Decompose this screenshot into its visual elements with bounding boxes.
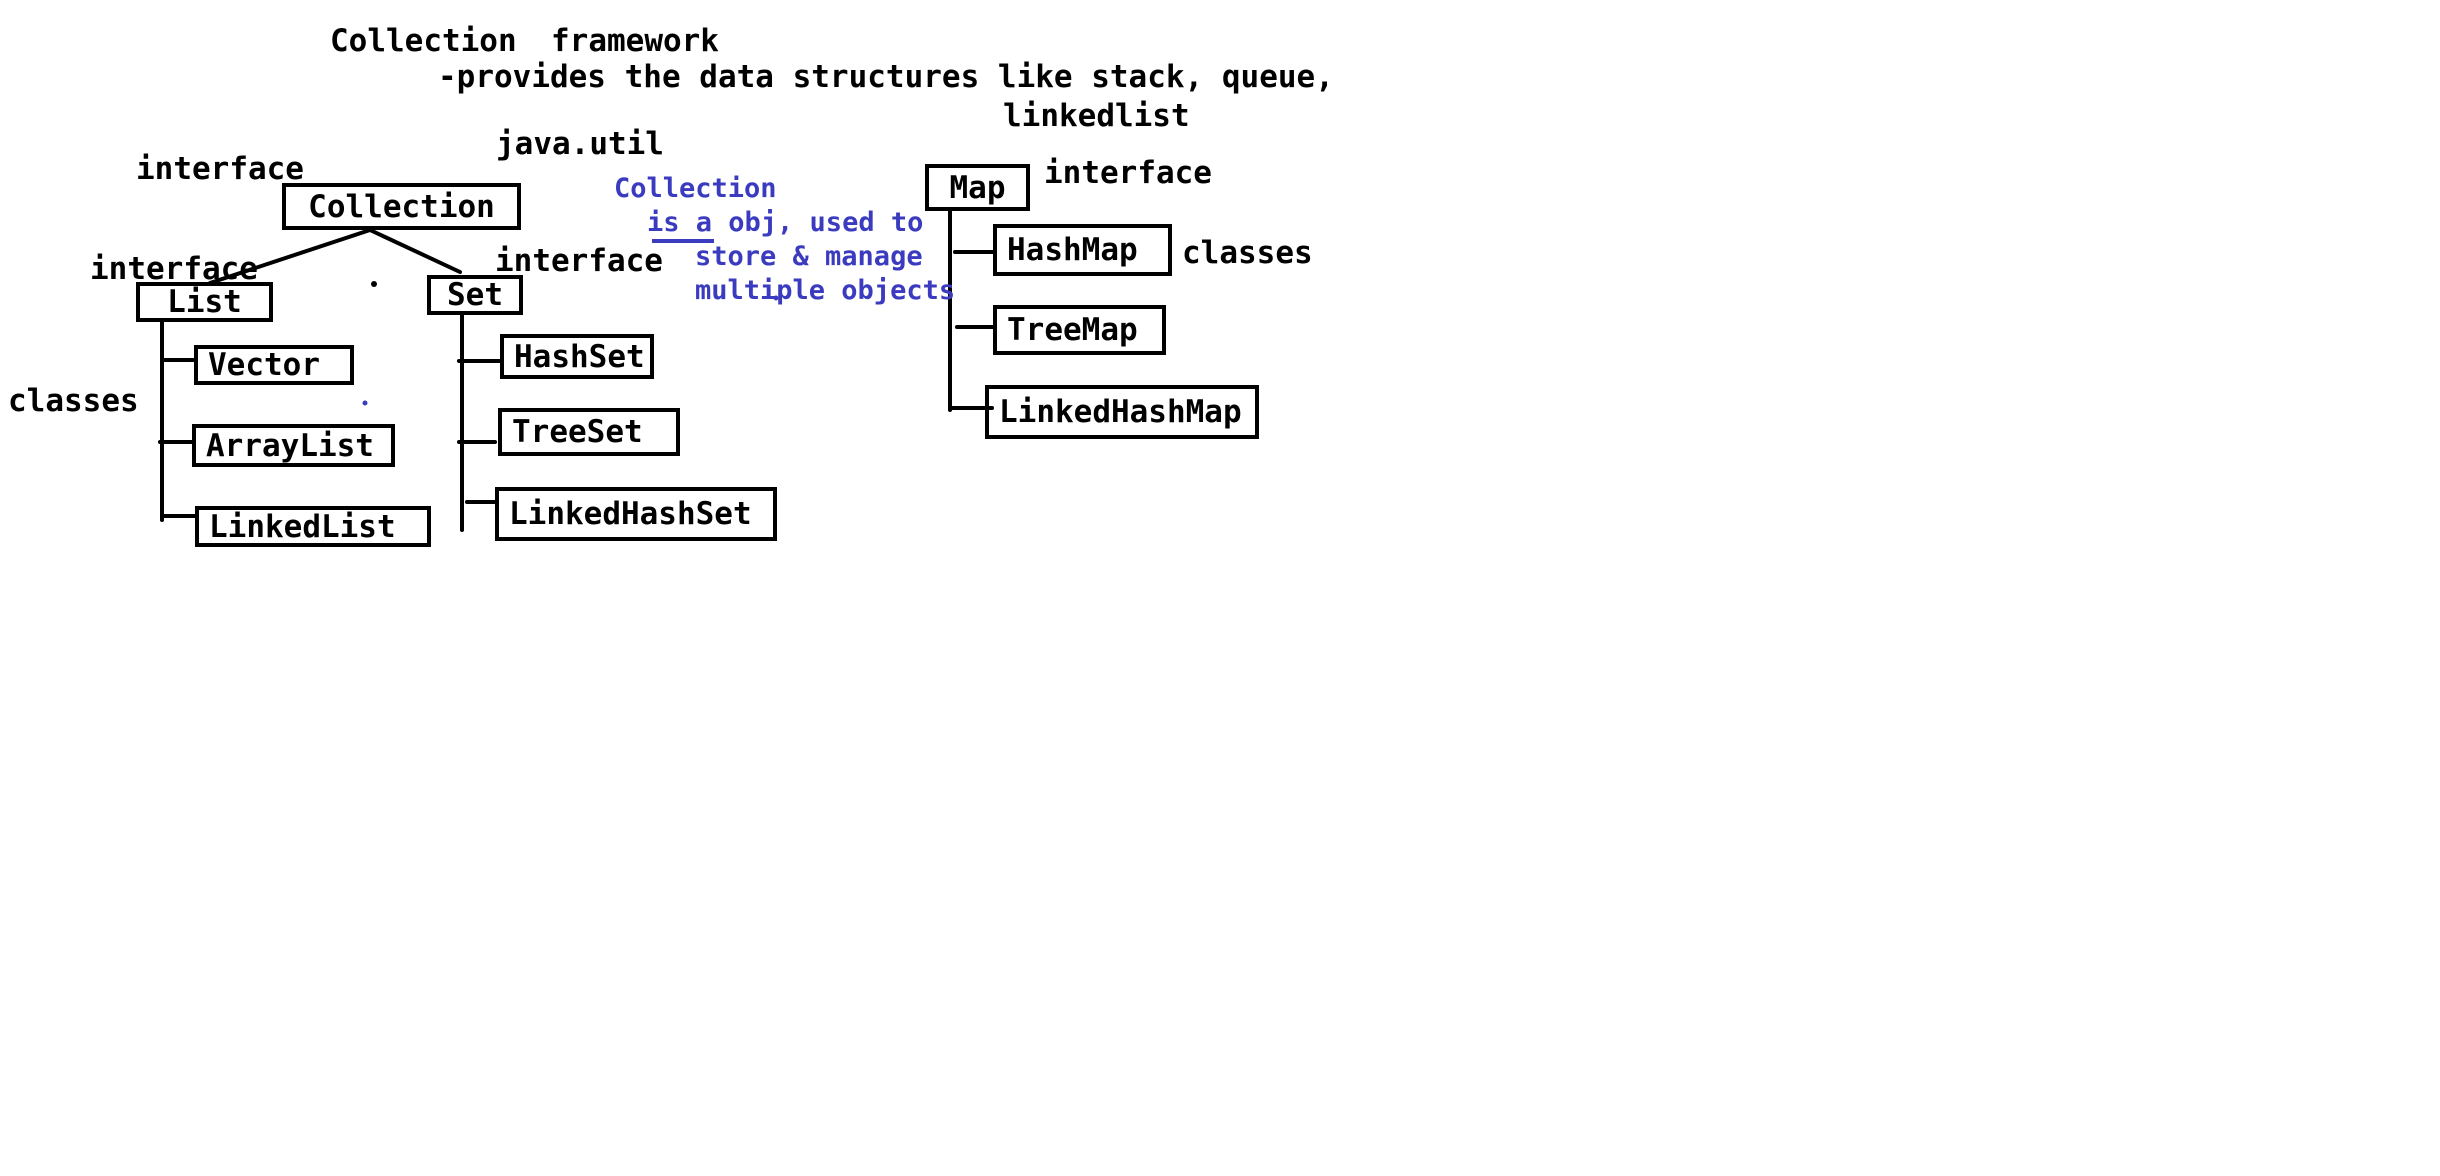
stray-dot-blue-2 bbox=[773, 295, 779, 301]
package-label: java.util bbox=[496, 126, 664, 162]
classes-label-list: classes bbox=[8, 383, 139, 419]
description-line-1: -provides the data structures like stack… bbox=[438, 59, 1334, 95]
node-hashmap: HashMap bbox=[993, 224, 1172, 276]
note-line-4: multiple objects bbox=[695, 275, 956, 306]
note-line-3: store & manage bbox=[695, 241, 923, 272]
interface-label-set: interface bbox=[495, 243, 663, 279]
description-line-2: linkedlist bbox=[1003, 98, 1190, 134]
node-collection: Collection bbox=[282, 183, 521, 230]
node-hashset: HashSet bbox=[500, 334, 654, 379]
interface-label-collection: interface bbox=[136, 151, 304, 187]
node-map: Map bbox=[925, 164, 1030, 211]
stray-dot bbox=[371, 281, 377, 287]
title-collection: Collection bbox=[330, 23, 517, 59]
note-line-1: Collection bbox=[614, 173, 777, 204]
node-treemap: TreeMap bbox=[993, 305, 1166, 355]
interface-label-map: interface bbox=[1044, 155, 1212, 191]
stray-dot-blue bbox=[362, 400, 368, 406]
node-linkedhashmap: LinkedHashMap bbox=[985, 385, 1259, 439]
node-linkedhashset: LinkedHashSet bbox=[495, 487, 777, 541]
classes-label-map: classes bbox=[1182, 235, 1313, 271]
node-list: List bbox=[136, 282, 273, 322]
edge-collection-list bbox=[208, 228, 372, 285]
note-line-2: is a obj, used to bbox=[647, 207, 924, 238]
edge-collection-set bbox=[368, 228, 462, 274]
node-treeset: TreeSet bbox=[498, 408, 680, 456]
node-set: Set bbox=[427, 275, 523, 315]
title-framework: framework bbox=[551, 23, 719, 59]
node-arraylist: ArrayList bbox=[192, 424, 395, 467]
interface-label-list: interface bbox=[90, 251, 258, 287]
node-vector: Vector bbox=[194, 345, 354, 385]
node-linkedlist: LinkedList bbox=[195, 506, 431, 547]
